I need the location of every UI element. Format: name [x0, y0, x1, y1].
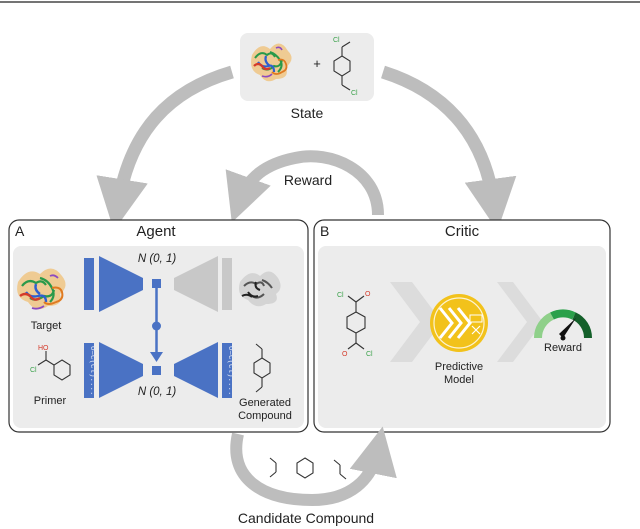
- generated-label-line2: Compound: [238, 410, 292, 422]
- reconstructed-protein-image: [239, 271, 281, 307]
- panel-a-title: Agent: [136, 223, 176, 240]
- target-encoder: [99, 256, 143, 312]
- candidate-compound-label: Candidate Compound: [237, 510, 375, 526]
- candidate-loop-arrow: [230, 426, 397, 507]
- state-mol-cl-2: Cl: [351, 90, 358, 97]
- primer-molecule: [37, 351, 71, 381]
- critic-mol-o-2: O: [342, 351, 348, 358]
- panel-b-letter: B: [320, 223, 330, 239]
- critic-mol-o-1: O: [365, 291, 371, 298]
- critic-mol-cl-2: Cl: [366, 351, 373, 358]
- generated-compound-molecule: [253, 343, 271, 393]
- primer-cl-atom: Cl: [30, 367, 37, 374]
- primer-ho-atom: HO: [38, 345, 49, 352]
- critic-reward-label: Reward: [544, 342, 582, 354]
- latent-node-bottom: [152, 366, 161, 375]
- state-to-critic-arrow: [381, 65, 517, 231]
- critic-chevron-2: [497, 282, 543, 362]
- target-input-bar: [84, 258, 94, 310]
- latent-arrowhead: [150, 352, 163, 362]
- state-mol-cl-1: Cl: [333, 37, 340, 44]
- latent-node-top: [152, 279, 161, 288]
- reward-loop-label: Reward: [283, 172, 333, 188]
- panel-a-letter: A: [15, 223, 25, 239]
- critic-compound-molecule: [346, 295, 366, 350]
- primer-smiles-strip: O=C(Cl)....: [88, 346, 96, 396]
- state-label: State: [290, 105, 324, 121]
- protein-output-bar: [222, 258, 232, 310]
- predictive-model-icon: [430, 294, 488, 352]
- primer-input-bar: [84, 343, 94, 398]
- candidate-molecule-3: [333, 459, 347, 480]
- candidate-molecule-1: [269, 457, 277, 478]
- target-protein-image: [17, 268, 66, 310]
- candidate-molecule-2: [296, 457, 314, 479]
- state-molecule: [333, 41, 351, 91]
- compound-decoder: [174, 342, 218, 398]
- latent-combine-node: [152, 321, 161, 331]
- generated-smiles-strip: O=C(Cl)....: [226, 346, 234, 396]
- panel-b-title: Critic: [444, 223, 480, 240]
- latent-noise-top: N (0, 1): [137, 253, 177, 265]
- state-plus: +: [313, 56, 321, 71]
- reward-gauge-icon: [533, 309, 593, 341]
- reward-loop-arrow: [225, 150, 384, 223]
- predictive-model-label-line1: Predictive: [434, 361, 484, 373]
- target-label: Target: [30, 320, 62, 332]
- predictive-model-label-line2: Model: [444, 374, 474, 386]
- latent-noise-bottom: N (0, 1): [137, 386, 177, 398]
- state-protein-image: [251, 43, 292, 82]
- generated-label-line1: Generated: [239, 397, 291, 409]
- primer-label: Primer: [33, 395, 67, 407]
- state-to-agent-arrow: [96, 65, 234, 231]
- protein-decoder-gray: [174, 256, 218, 312]
- critic-mol-cl-1: Cl: [337, 292, 344, 299]
- generated-output-bar: [222, 343, 232, 398]
- primer-encoder: [99, 342, 143, 398]
